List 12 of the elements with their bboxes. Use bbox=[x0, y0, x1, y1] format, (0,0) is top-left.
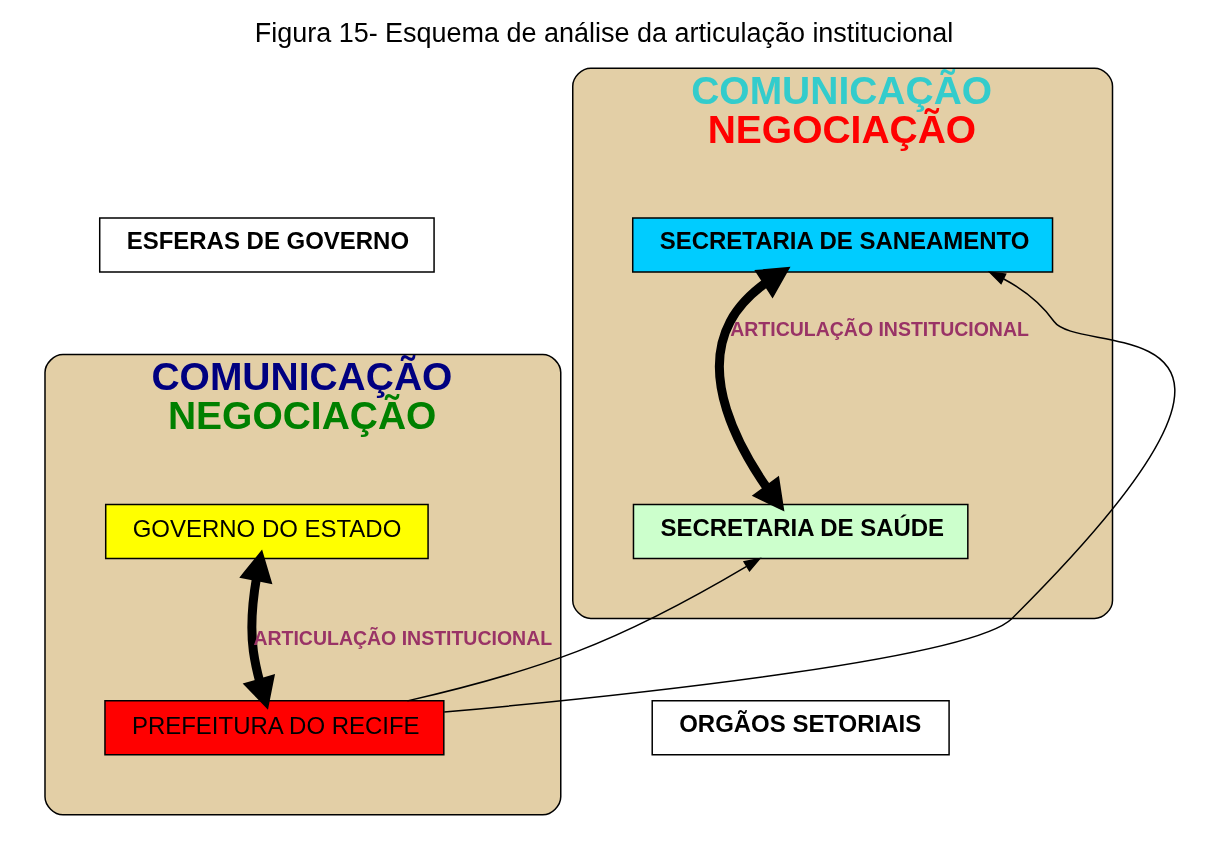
edge-label: ARTICULAÇÃO INSTITUCIONAL bbox=[730, 317, 1029, 340]
node-box: GOVERNO DO ESTADO bbox=[104, 503, 429, 560]
arrow bbox=[239, 549, 276, 710]
node-box: ORGÃOS SETORIAIS bbox=[651, 700, 950, 756]
node-box: SECRETARIA DE SAÚDE bbox=[632, 503, 969, 560]
node-box: SECRETARIA DE SANEAMENTO bbox=[632, 217, 1054, 273]
diagram-title: Figura 15- Esquema de análise da articulação institucional bbox=[254, 17, 954, 48]
arrow bbox=[406, 557, 762, 702]
node-box: ESFERAS DE GOVERNO bbox=[98, 217, 435, 273]
arrow bbox=[443, 271, 1175, 713]
arrow bbox=[714, 266, 791, 512]
node-box: PREFEITURA DO RECIFE bbox=[104, 700, 445, 756]
